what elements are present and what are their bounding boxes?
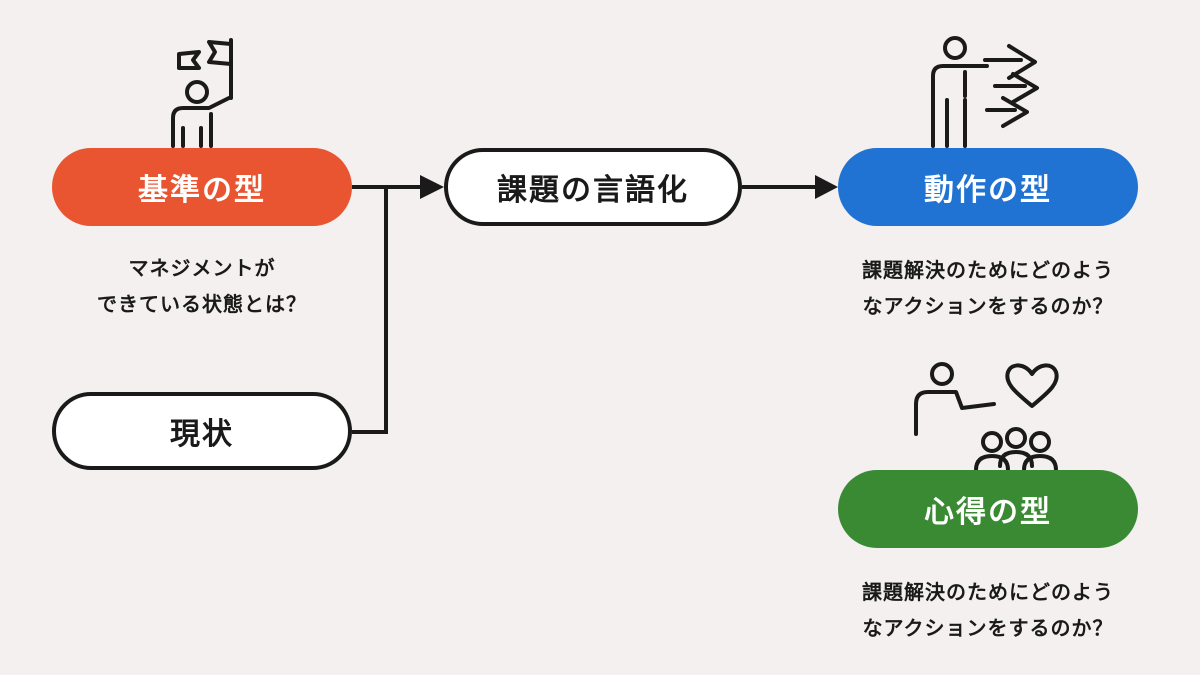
- kokoroe-node-label: 心得の型: [924, 495, 1052, 530]
- dosa-node: 動作の型: [838, 148, 1138, 226]
- dosa-node-label: 動作の型: [924, 173, 1052, 208]
- kadai-node: 課題の言語化: [444, 148, 742, 226]
- person-with-flag-icon: [171, 38, 233, 148]
- person-group-heart-icon: [914, 362, 1059, 472]
- kijun-node: 基準の型: [52, 148, 352, 226]
- arrowhead-to-dosa: [815, 175, 838, 199]
- connector-genjo-to-kadai: [352, 187, 388, 434]
- genjo-node-label: 現状: [170, 417, 234, 452]
- kijun-caption-line: マネジメントが: [128, 256, 276, 280]
- genjo-node: 現状: [52, 392, 352, 470]
- dosa-caption-line: 課題解決のためにどのよう: [862, 258, 1114, 282]
- kokoroe-caption-line: なアクションをするのか？: [862, 616, 1114, 640]
- kokoroe-caption-line: 課題解決のためにどのよう: [862, 580, 1114, 604]
- kokoroe-caption: 課題解決のためにどのよう なアクションをするのか？: [818, 574, 1158, 646]
- dosa-caption: 課題解決のためにどのよう なアクションをするのか？: [818, 252, 1158, 324]
- kadai-node-label: 課題の言語化: [497, 173, 689, 208]
- kijun-node-label: 基準の型: [138, 173, 266, 208]
- kokoroe-node: 心得の型: [838, 470, 1138, 548]
- kijun-caption-line: できている状態とは？: [97, 292, 307, 316]
- kijun-caption: マネジメントが できている状態とは？: [52, 250, 352, 322]
- person-pointing-arrows-icon: [931, 36, 1039, 148]
- arrowhead-to-kadai: [420, 175, 444, 199]
- dosa-caption-line: なアクションをするのか？: [862, 294, 1114, 318]
